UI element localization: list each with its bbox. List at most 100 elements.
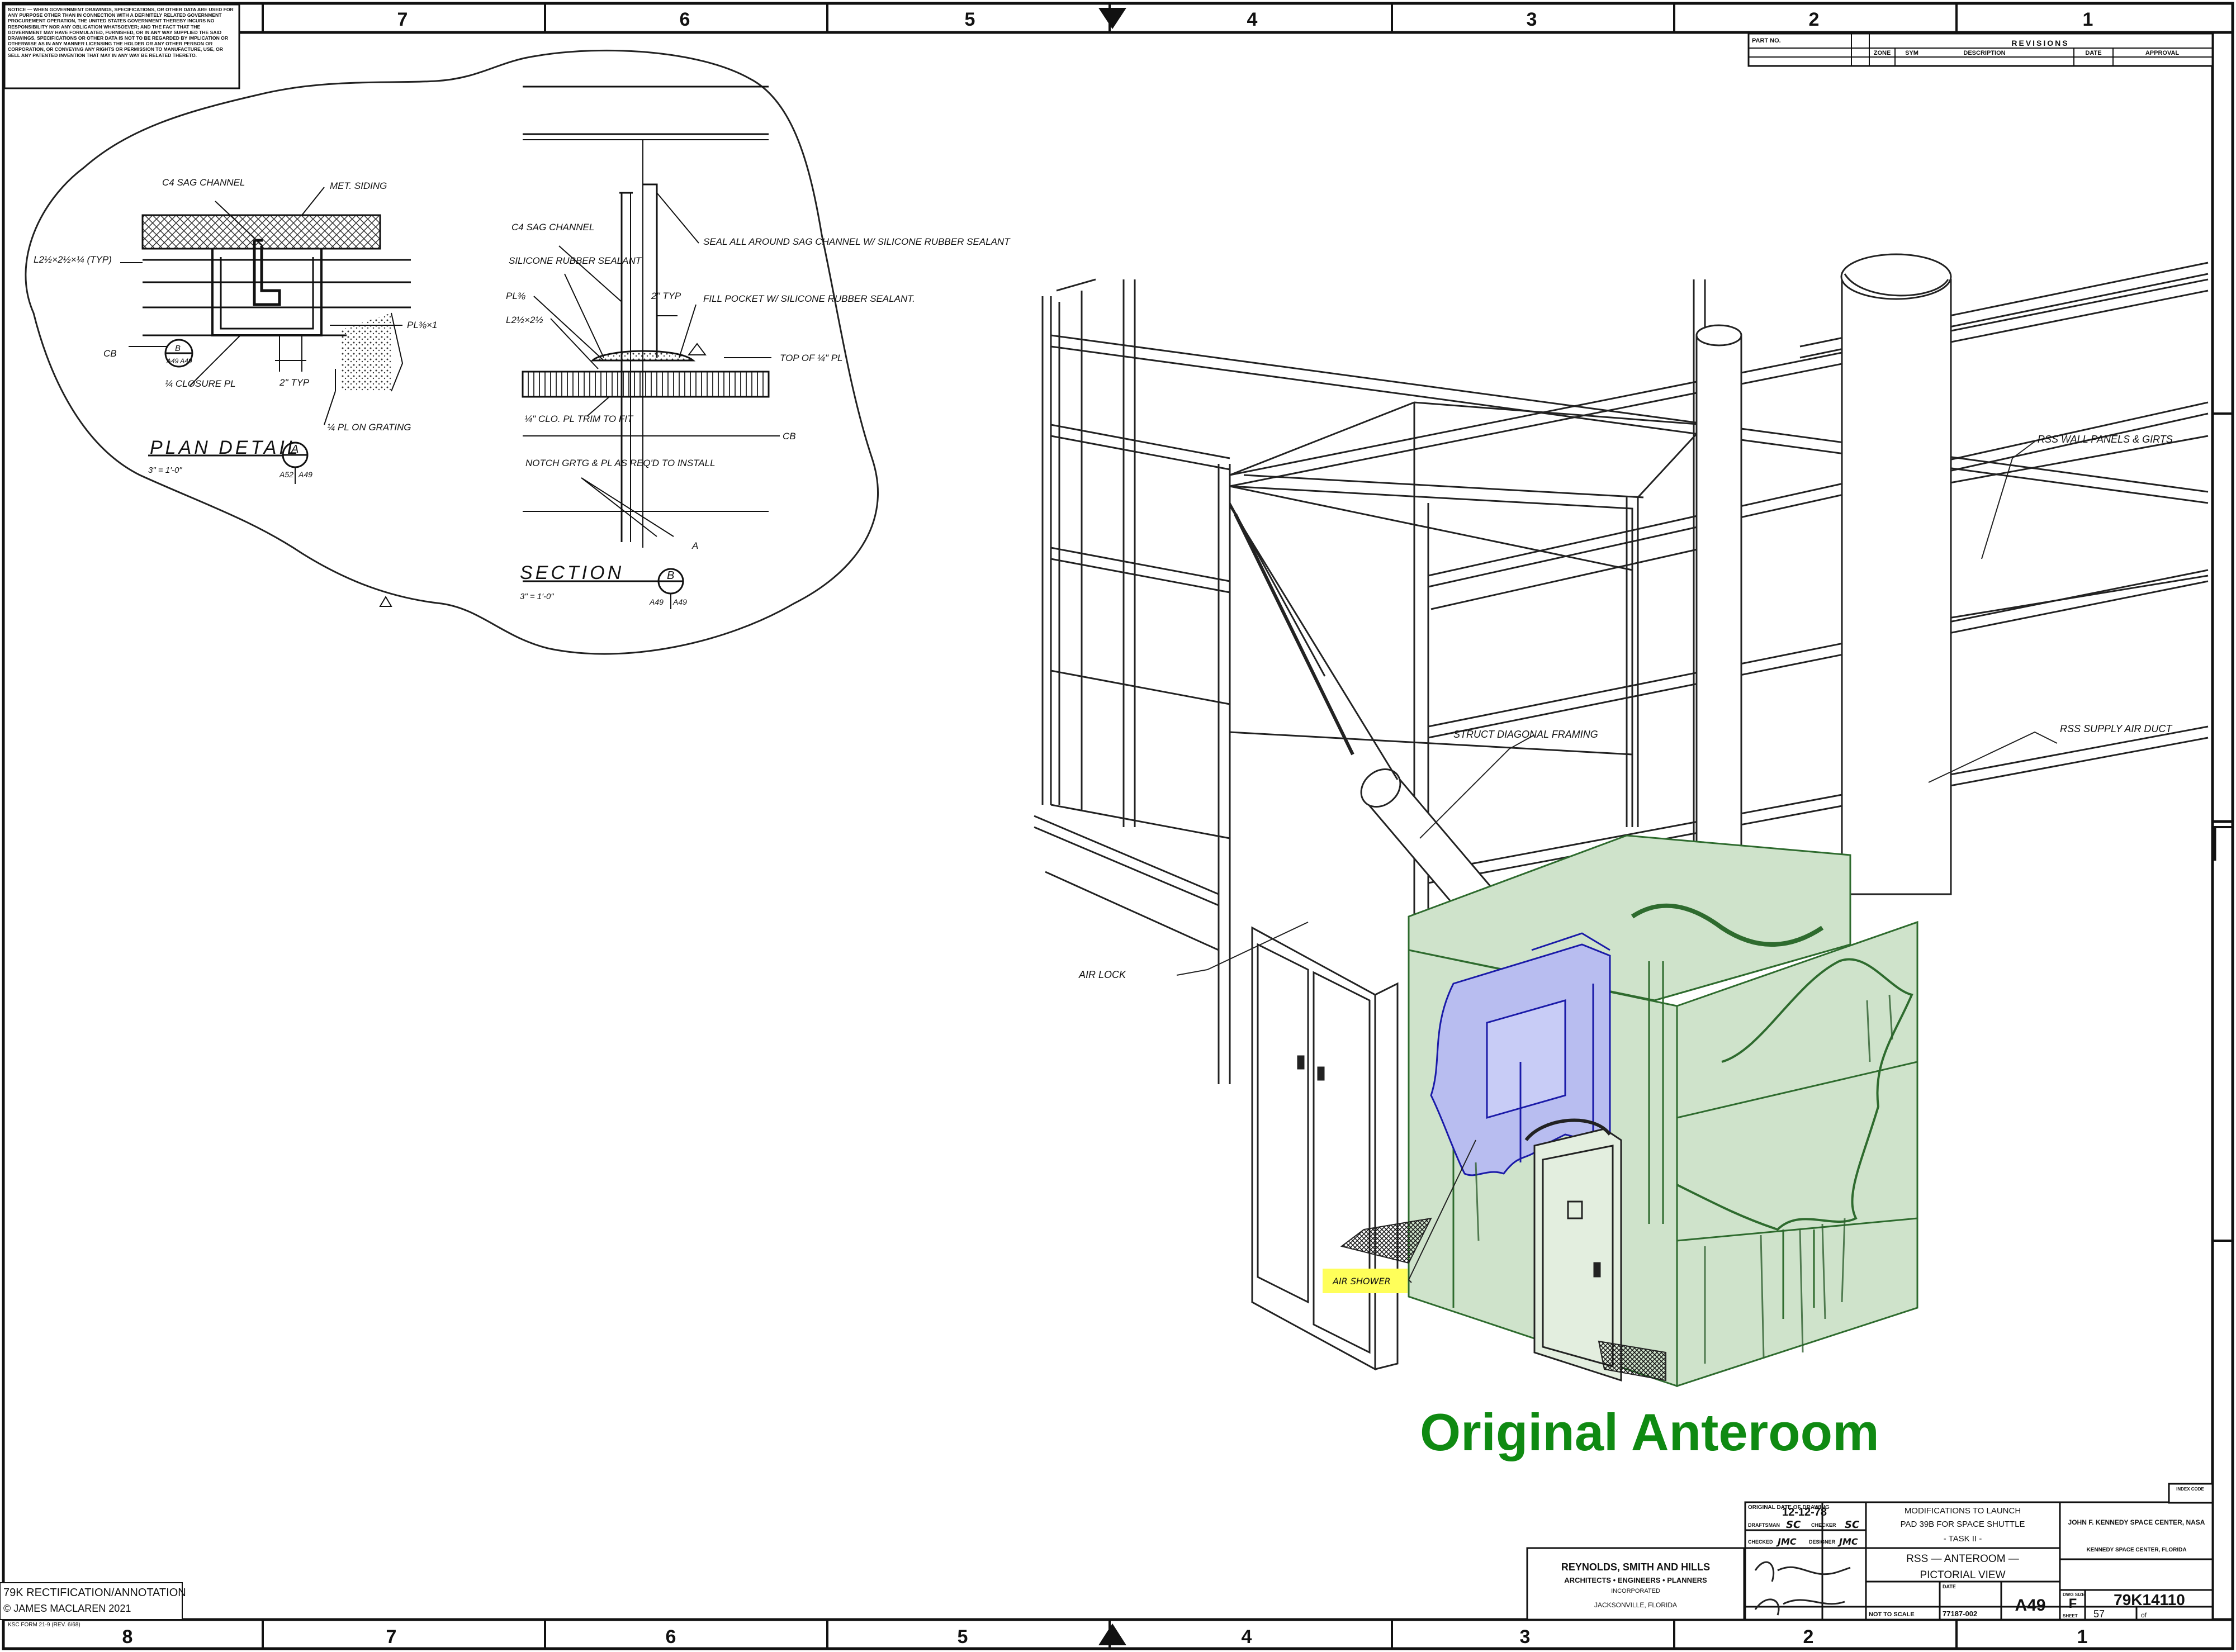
rss-structure-framing — [1034, 262, 2209, 1084]
label-air-lock: AIR LOCK — [1078, 969, 1126, 980]
tb-checker-label: CHECKER — [1811, 1522, 1836, 1528]
notice-box: NOTICE — WHEN GOVERNMENT DRAWINGS, SPECI… — [3, 3, 240, 89]
anteroom-door — [1524, 1118, 1622, 1382]
label-c4-sag-channel-2: C4 SAG CHANNEL — [511, 222, 594, 232]
zone-number: 3 — [1520, 1626, 1531, 1648]
label-dim-2in-2: 2" TYP — [651, 291, 681, 301]
tb-firm-discipline: ARCHITECTS • ENGINEERS • PLANNERS — [1564, 1576, 1707, 1584]
signature-1 — [1754, 1561, 1851, 1582]
tb-index-code: INDEX CODE — [2176, 1487, 2204, 1492]
zone-number: 6 — [680, 9, 690, 30]
label-view-ref: A — [691, 540, 698, 551]
section-scale: 3" = 1'-0" — [520, 592, 554, 601]
tb-drawing-number: 79K14110 — [2114, 1591, 2185, 1608]
title-block — [1526, 1483, 2214, 1621]
floor-grating — [1340, 1217, 1666, 1382]
section-callout: B — [667, 569, 674, 582]
label-section-ref-sheets: A49 A49 — [166, 357, 192, 365]
part-no-label: PART NO. — [1752, 37, 1781, 44]
label-fill-pocket: FILL POCKET W/ SILICONE RUBBER SEALANT. — [703, 293, 915, 304]
plan-detail-callout: A — [291, 443, 299, 455]
label-angle-2: L2½×2½ — [506, 315, 543, 325]
tb-agency: JOHN F. KENNEDY SPACE CENTER, NASA — [2068, 1518, 2205, 1526]
label-struct-diagonal: STRUCT DIAGONAL FRAMING — [1453, 729, 1598, 740]
tb-sheet-number: 57 — [2093, 1608, 2105, 1620]
zone-dividers — [262, 3, 2233, 1649]
tb-sheet-code: A49 — [2015, 1596, 2045, 1615]
tb-scale: NOT TO SCALE — [1869, 1611, 1915, 1618]
revisions-block: PART NO. REVISIONS ZONE SYM DESCRIPTION … — [1747, 32, 2214, 67]
section-detail-b — [379, 86, 780, 609]
center-arrow-bottom — [1098, 1623, 1126, 1645]
zone-number: 1 — [2077, 1626, 2088, 1648]
tb-original-date: 12-12-78 — [1782, 1506, 1827, 1518]
title-block-text: ORIGINAL DATE OF DRAWING 12-12-78 DRAFTS… — [1561, 1487, 2205, 1620]
tb-draftsman: SC — [1786, 1519, 1801, 1531]
label-c4-sag-channel: C4 SAG CHANNEL — [162, 177, 245, 188]
plan-detail-title-block: PLAN DETAIL A 3" = 1'-0" A52 A49 — [148, 437, 312, 479]
tb-size-label: DWG SIZE — [2063, 1592, 2085, 1597]
tb-drawing-title-1: RSS — ANTEROOM — — [1906, 1553, 2019, 1565]
zone-numbers-bottom: 8 7 6 5 4 3 2 1 — [122, 1626, 2088, 1648]
label-silicone-sealant: SILICONE RUBBER SEALANT — [509, 255, 642, 266]
vertical-pipe — [1695, 324, 1742, 851]
air-lock — [1251, 926, 1399, 1371]
zone-number: 5 — [965, 9, 975, 30]
plan-detail-ref-2: A49 — [298, 470, 312, 479]
plan-detail-a — [120, 187, 411, 484]
label-top-of-pl: TOP OF ¼" PL — [780, 353, 842, 363]
air-shower-callout: AIR SHOWER — [1323, 1269, 1408, 1293]
section-ref-1: A49 — [649, 597, 664, 606]
zone-number: 4 — [1242, 1626, 1252, 1648]
pictorial-labels: RSS WALL PANELS & GIRTS STRUCT DIAGONAL … — [1078, 434, 2173, 980]
zone-number: 1 — [2083, 9, 2093, 30]
label-rss-wall: RSS WALL PANELS & GIRTS — [2038, 434, 2173, 445]
notice-text: NOTICE — WHEN GOVERNMENT DRAWINGS, SPECI… — [8, 7, 234, 58]
plan-detail-a-labels: C4 SAG CHANNEL MET. SIDING L2½×2½×¼ (TYP… — [34, 177, 437, 433]
label-notch-grating: NOTCH GRTG & PL AS REQ'D TO INSTALL — [525, 458, 716, 468]
revisions-col-description: DESCRIPTION — [1963, 50, 2005, 56]
credit-line-1: 79K RECTIFICATION/ANNOTATION — [3, 1587, 186, 1599]
label-met-siding: MET. SIDING — [330, 181, 387, 191]
credit-line-2: © JAMES MACLAREN 2021 — [3, 1603, 131, 1614]
tb-size: F — [2069, 1596, 2077, 1611]
tb-sheet-label: SHEET — [2063, 1613, 2078, 1618]
section-detail-b-labels: C4 SAG CHANNEL SILICONE RUBBER SEALANT P… — [506, 222, 1011, 551]
label-cb-2: CB — [783, 431, 796, 442]
original-anteroom-annotation: Original Anteroom — [1420, 1403, 1879, 1461]
zone-number: 2 — [1803, 1626, 1814, 1648]
center-arrow-top — [1098, 8, 1126, 29]
plan-detail-title: PLAN DETAIL — [150, 437, 301, 458]
revisions-title: REVISIONS — [2011, 39, 2069, 48]
plan-detail-ref-1: A52 — [279, 470, 293, 479]
zone-number: 4 — [1247, 9, 1258, 30]
label-angle: L2½×2½×¼ (TYP) — [34, 254, 112, 265]
label-seal-all-around: SEAL ALL AROUND SAG CHANNEL W/ SILICONE … — [703, 236, 1011, 247]
label-cb: CB — [103, 348, 117, 359]
tb-checked: JMC — [1776, 1536, 1797, 1547]
tb-draftsman-label: DRAFTSMAN — [1748, 1522, 1780, 1528]
label-closure-pl: ¼ CLOSURE PL — [165, 378, 236, 389]
section-title-block: SECTION B 3" = 1'-0" A49 A49 — [520, 562, 687, 606]
tb-original-date-label: ORIGINAL DATE OF DRAWING — [1748, 1504, 1830, 1511]
tb-date-label: DATE — [1943, 1584, 1956, 1589]
anteroom-weathering — [1475, 994, 1893, 1364]
label-plate: PL⅜×1 — [407, 320, 437, 330]
credit-box: 79K RECTIFICATION/ANNOTATION © JAMES MAC… — [0, 1582, 186, 1620]
revisions-col-date: DATE — [2085, 50, 2101, 56]
label-closure-trim: ¼" CLO. PL TRIM TO FIT — [524, 414, 634, 424]
section-title: SECTION — [520, 562, 624, 583]
tb-modifications-3: - TASK II - — [1944, 1534, 1982, 1544]
anteroom-side-face — [1676, 920, 1918, 1388]
label-dim-2in: 2" TYP — [279, 377, 310, 388]
zone-number: 8 — [122, 1626, 133, 1648]
revisions-col-zone: ZONE — [1874, 50, 1891, 56]
tb-modifications-2: PAD 39B FOR SPACE SHUTTLE — [1901, 1520, 2025, 1529]
plan-detail-scale: 3" = 1'-0" — [148, 466, 182, 475]
zone-number: 7 — [386, 1626, 397, 1648]
zone-number: 3 — [1527, 9, 1537, 30]
zone-number: 6 — [666, 1626, 676, 1648]
label-plate-2: PL⅜ — [506, 291, 526, 301]
air-shower-interior — [1430, 932, 1611, 1176]
